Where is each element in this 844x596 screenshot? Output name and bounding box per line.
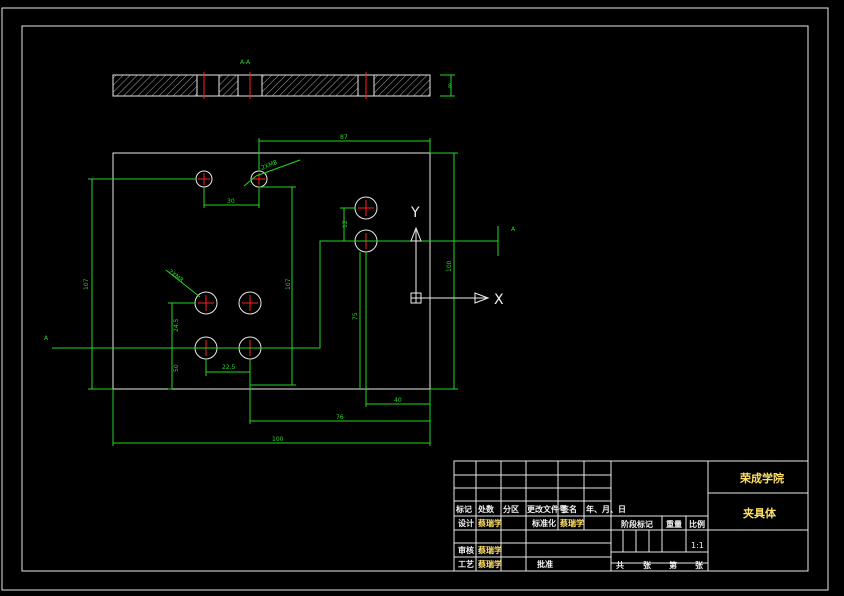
outer-border: [1, 7, 829, 591]
ucs-y-label: Y: [410, 205, 420, 221]
tb-stage-mark: 阶段标记: [621, 519, 653, 529]
tb-mark: 标记: [455, 504, 472, 514]
thread-callout-left: 2XM8: [167, 268, 185, 284]
section-cut-line: [52, 240, 498, 349]
pin-hole-upper: [354, 196, 378, 220]
dim-hole-spacing-top: 30: [227, 198, 235, 205]
ucs-x-label: X: [494, 292, 504, 308]
tb-sheet-label: 张: [643, 561, 652, 570]
dim-height-right: 107: [285, 278, 292, 290]
plate-outline: [112, 152, 431, 390]
tb-change-doc: 更改文件号: [527, 504, 567, 514]
tb-standardize: 标准化: [531, 518, 556, 528]
dim-12: 12: [342, 220, 349, 228]
tb-standardize-by: 蔡瑞学: [559, 518, 584, 528]
section-label: A-A: [240, 59, 251, 66]
dim-75: 75: [352, 312, 359, 320]
tb-process: 工艺: [458, 559, 474, 569]
section-mark-right: A: [511, 226, 516, 233]
dim-height-left: 107: [83, 278, 90, 290]
hole-mid-right: [238, 291, 262, 315]
title-block: 标记 处数 分区 更改文件号 签名 年、月、日 设计 蔡瑞学 标准化 蔡瑞学 审…: [453, 460, 809, 572]
hole-top-left: [195, 170, 213, 188]
tb-count: 处数: [477, 504, 495, 514]
tb-sign: 签名: [560, 504, 577, 514]
tb-process-by: 蔡瑞学: [477, 559, 502, 569]
section-mark-left: A: [44, 335, 49, 342]
tb-sheet-label2: 张: [695, 561, 704, 570]
dim-76: 76: [336, 414, 344, 421]
tb-weight: 重量: [666, 519, 682, 529]
tb-review-by: 蔡瑞学: [477, 545, 502, 555]
dim-22-5: 22.5: [222, 364, 236, 371]
dim-overall-height: 100: [446, 260, 453, 272]
inner-border: [21, 25, 809, 572]
side-dim-label: 8: [448, 83, 452, 90]
tb-school: 荣成学院: [739, 471, 784, 485]
section-view: 8 A-A: [112, 59, 455, 99]
tb-part-name: 夹具体: [743, 506, 777, 520]
tb-sheet-no: 第: [669, 560, 677, 570]
tb-design: 设计: [458, 518, 474, 528]
dim-50: 50: [173, 364, 180, 372]
dim-overall-width: 100: [272, 436, 284, 443]
dim-24-5: 24.5: [173, 318, 180, 332]
ucs-icon: Y X: [410, 205, 504, 308]
plan-view: A A 87 30 2XM8 2XM8 107 107 12: [44, 134, 516, 446]
tb-sheet-total: 共: [616, 560, 624, 570]
tb-zone: 分区: [503, 504, 519, 514]
tb-scale: 比例: [689, 519, 705, 529]
tb-date: 年、月、日: [586, 504, 626, 514]
tb-review: 审核: [458, 545, 474, 555]
tb-approve: 批准: [537, 559, 553, 569]
thread-callout-top: 2XM8: [260, 159, 278, 172]
tb-scale-value: 1:1: [691, 541, 704, 550]
dim-40: 40: [394, 397, 402, 404]
tb-design-by: 蔡瑞学: [477, 518, 502, 528]
dim-top-width: 87: [340, 134, 348, 141]
